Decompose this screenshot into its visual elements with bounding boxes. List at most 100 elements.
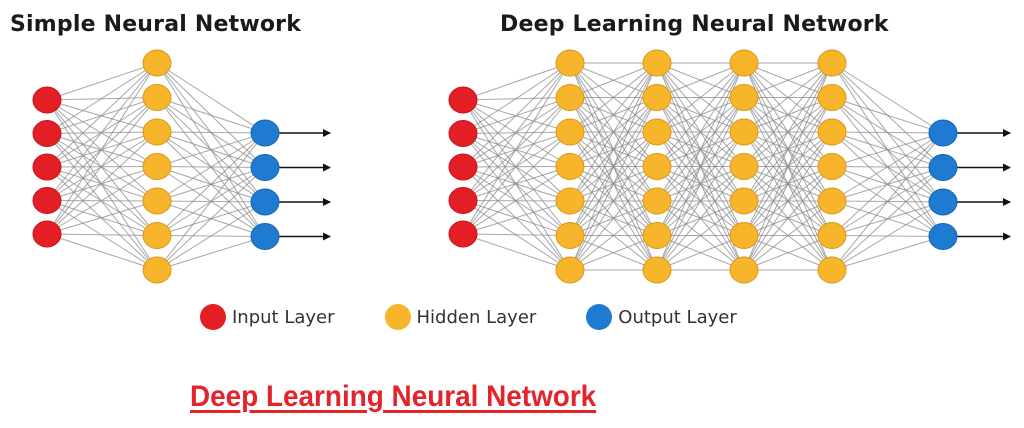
connection-edge bbox=[46, 62, 158, 201]
connection-edge bbox=[462, 62, 571, 168]
legend-label: Input Layer bbox=[232, 306, 335, 328]
connection-edge bbox=[831, 132, 944, 236]
connection-edge bbox=[743, 200, 833, 271]
input-node bbox=[448, 153, 478, 181]
input-node bbox=[32, 220, 62, 248]
hidden-node bbox=[642, 256, 672, 284]
connection-edge bbox=[656, 97, 745, 271]
connection-edge bbox=[569, 62, 658, 167]
connection-edge bbox=[656, 200, 745, 271]
connection-edge bbox=[656, 166, 745, 271]
connection-edge bbox=[569, 235, 658, 271]
connection-edge bbox=[743, 62, 833, 167]
hidden-node bbox=[642, 49, 672, 77]
deep-network bbox=[448, 49, 1011, 284]
output-node bbox=[928, 119, 958, 147]
connection-edge bbox=[569, 200, 658, 271]
input-node bbox=[32, 187, 62, 214]
hidden-node bbox=[555, 222, 585, 249]
connection-edge bbox=[462, 131, 571, 235]
connection-edge bbox=[156, 132, 266, 167]
connection-edge bbox=[46, 200, 158, 235]
connection-edge bbox=[462, 233, 571, 271]
connection-edge bbox=[656, 62, 745, 236]
connection-edge bbox=[831, 167, 944, 271]
connection-edge bbox=[46, 62, 158, 134]
connection-edge bbox=[156, 131, 266, 134]
connection-edge bbox=[656, 235, 745, 271]
input-node bbox=[448, 120, 478, 147]
hidden-node bbox=[142, 49, 172, 77]
connection-edge bbox=[156, 201, 266, 271]
connection-edge bbox=[743, 62, 833, 236]
connection-edge bbox=[462, 233, 571, 236]
connection-edge bbox=[743, 62, 833, 202]
connection-edge bbox=[656, 62, 745, 98]
hidden-node bbox=[142, 84, 172, 111]
connection-edge bbox=[46, 233, 158, 271]
hidden-node bbox=[555, 153, 585, 180]
connection-edge bbox=[156, 167, 266, 271]
hidden-node bbox=[555, 49, 585, 77]
connection-edge bbox=[656, 131, 745, 271]
hidden-node bbox=[642, 222, 672, 249]
connection-edge bbox=[46, 131, 158, 235]
hidden-node bbox=[642, 118, 672, 146]
hidden-node bbox=[142, 153, 172, 180]
hidden-node bbox=[729, 187, 759, 215]
simple-network bbox=[32, 49, 331, 284]
connection-edge bbox=[831, 132, 944, 167]
hidden-node bbox=[729, 153, 759, 180]
legend-label: Hidden Layer bbox=[416, 306, 537, 328]
hidden-node bbox=[642, 84, 672, 111]
connection-edge bbox=[743, 131, 833, 271]
connection-edge bbox=[656, 62, 745, 133]
hidden-node bbox=[642, 153, 672, 180]
input-node bbox=[448, 220, 478, 248]
hidden-node bbox=[142, 222, 172, 249]
connection-edge bbox=[656, 62, 745, 167]
connection-edge bbox=[156, 132, 266, 236]
connection-edge bbox=[156, 236, 266, 271]
hidden-node bbox=[817, 153, 847, 180]
legend-item-output: Output Layer bbox=[586, 304, 737, 330]
hidden-node bbox=[729, 49, 759, 77]
input-node bbox=[448, 86, 478, 114]
output-node bbox=[250, 119, 280, 147]
connection-edge bbox=[831, 97, 944, 134]
connection-edge bbox=[156, 132, 266, 271]
input-node bbox=[32, 153, 62, 181]
connection-edge bbox=[831, 132, 944, 202]
connection-edge bbox=[831, 131, 944, 134]
connection-edge bbox=[46, 97, 158, 235]
connection-edge bbox=[46, 62, 158, 235]
connection-edge bbox=[462, 62, 571, 235]
connection-edge bbox=[831, 236, 944, 271]
connection-edge bbox=[743, 166, 833, 271]
output-node bbox=[928, 154, 958, 181]
connection-edge bbox=[743, 62, 833, 98]
connection-edge bbox=[462, 97, 571, 235]
connection-edge bbox=[569, 97, 658, 271]
output-node bbox=[928, 223, 958, 250]
output-node bbox=[928, 188, 958, 216]
hidden-node bbox=[555, 187, 585, 215]
connection-edge bbox=[569, 131, 658, 271]
connection-edge bbox=[462, 166, 571, 235]
connection-edge bbox=[569, 62, 658, 133]
connection-edge bbox=[46, 62, 158, 101]
connection-edge bbox=[462, 200, 571, 235]
connection-edge bbox=[569, 62, 658, 98]
hidden-node-icon bbox=[384, 304, 411, 330]
connection-edge bbox=[46, 62, 158, 168]
hidden-node bbox=[817, 84, 847, 111]
hidden-node bbox=[555, 84, 585, 111]
legend-item-input: Input Layer bbox=[200, 304, 335, 330]
connection-edge bbox=[156, 97, 266, 134]
hidden-node bbox=[729, 118, 759, 146]
input-node bbox=[32, 120, 62, 147]
legend-item-hidden: Hidden Layer bbox=[384, 304, 537, 330]
output-node bbox=[250, 188, 280, 216]
connection-edge bbox=[569, 166, 658, 271]
